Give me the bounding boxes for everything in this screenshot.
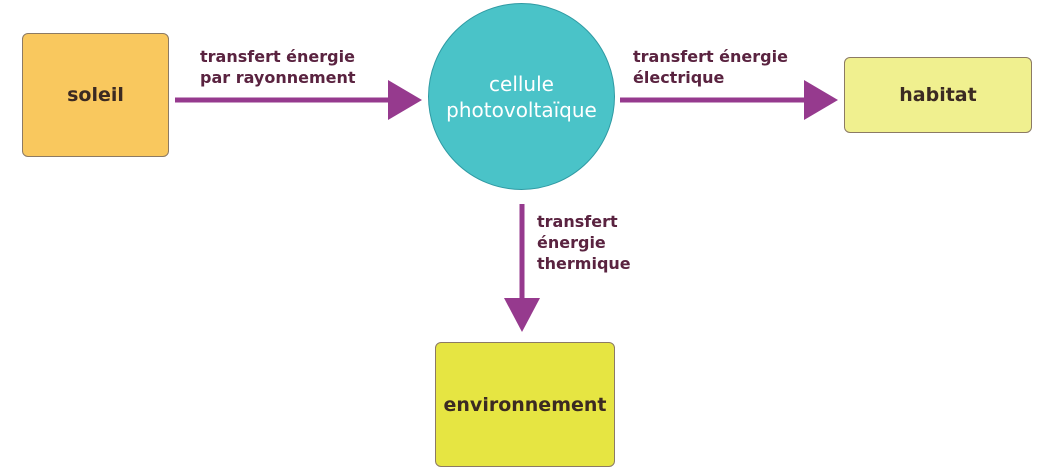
arrow-cellule-to-habitat-head bbox=[804, 80, 838, 120]
node-environnement-label: environnement bbox=[443, 393, 607, 416]
edge-label-electrique: transfert énergie électrique bbox=[633, 47, 788, 87]
node-environnement: environnement bbox=[435, 342, 615, 467]
edge-label-thermique: transfert énergie thermique bbox=[537, 212, 631, 273]
node-habitat: habitat bbox=[844, 57, 1032, 133]
node-habitat-label: habitat bbox=[899, 84, 977, 106]
node-cellule-photovoltaique: cellule photovoltaïque bbox=[428, 3, 615, 190]
edge-label-rayonnement: transfert énergie par rayonnement bbox=[200, 47, 356, 87]
node-soleil-label: soleil bbox=[67, 84, 124, 106]
arrow-cellule-to-environnement-head bbox=[504, 298, 540, 332]
node-soleil: soleil bbox=[22, 33, 169, 157]
node-cellule-label: cellule photovoltaïque bbox=[446, 71, 597, 122]
arrow-soleil-to-cellule-head bbox=[388, 80, 422, 120]
